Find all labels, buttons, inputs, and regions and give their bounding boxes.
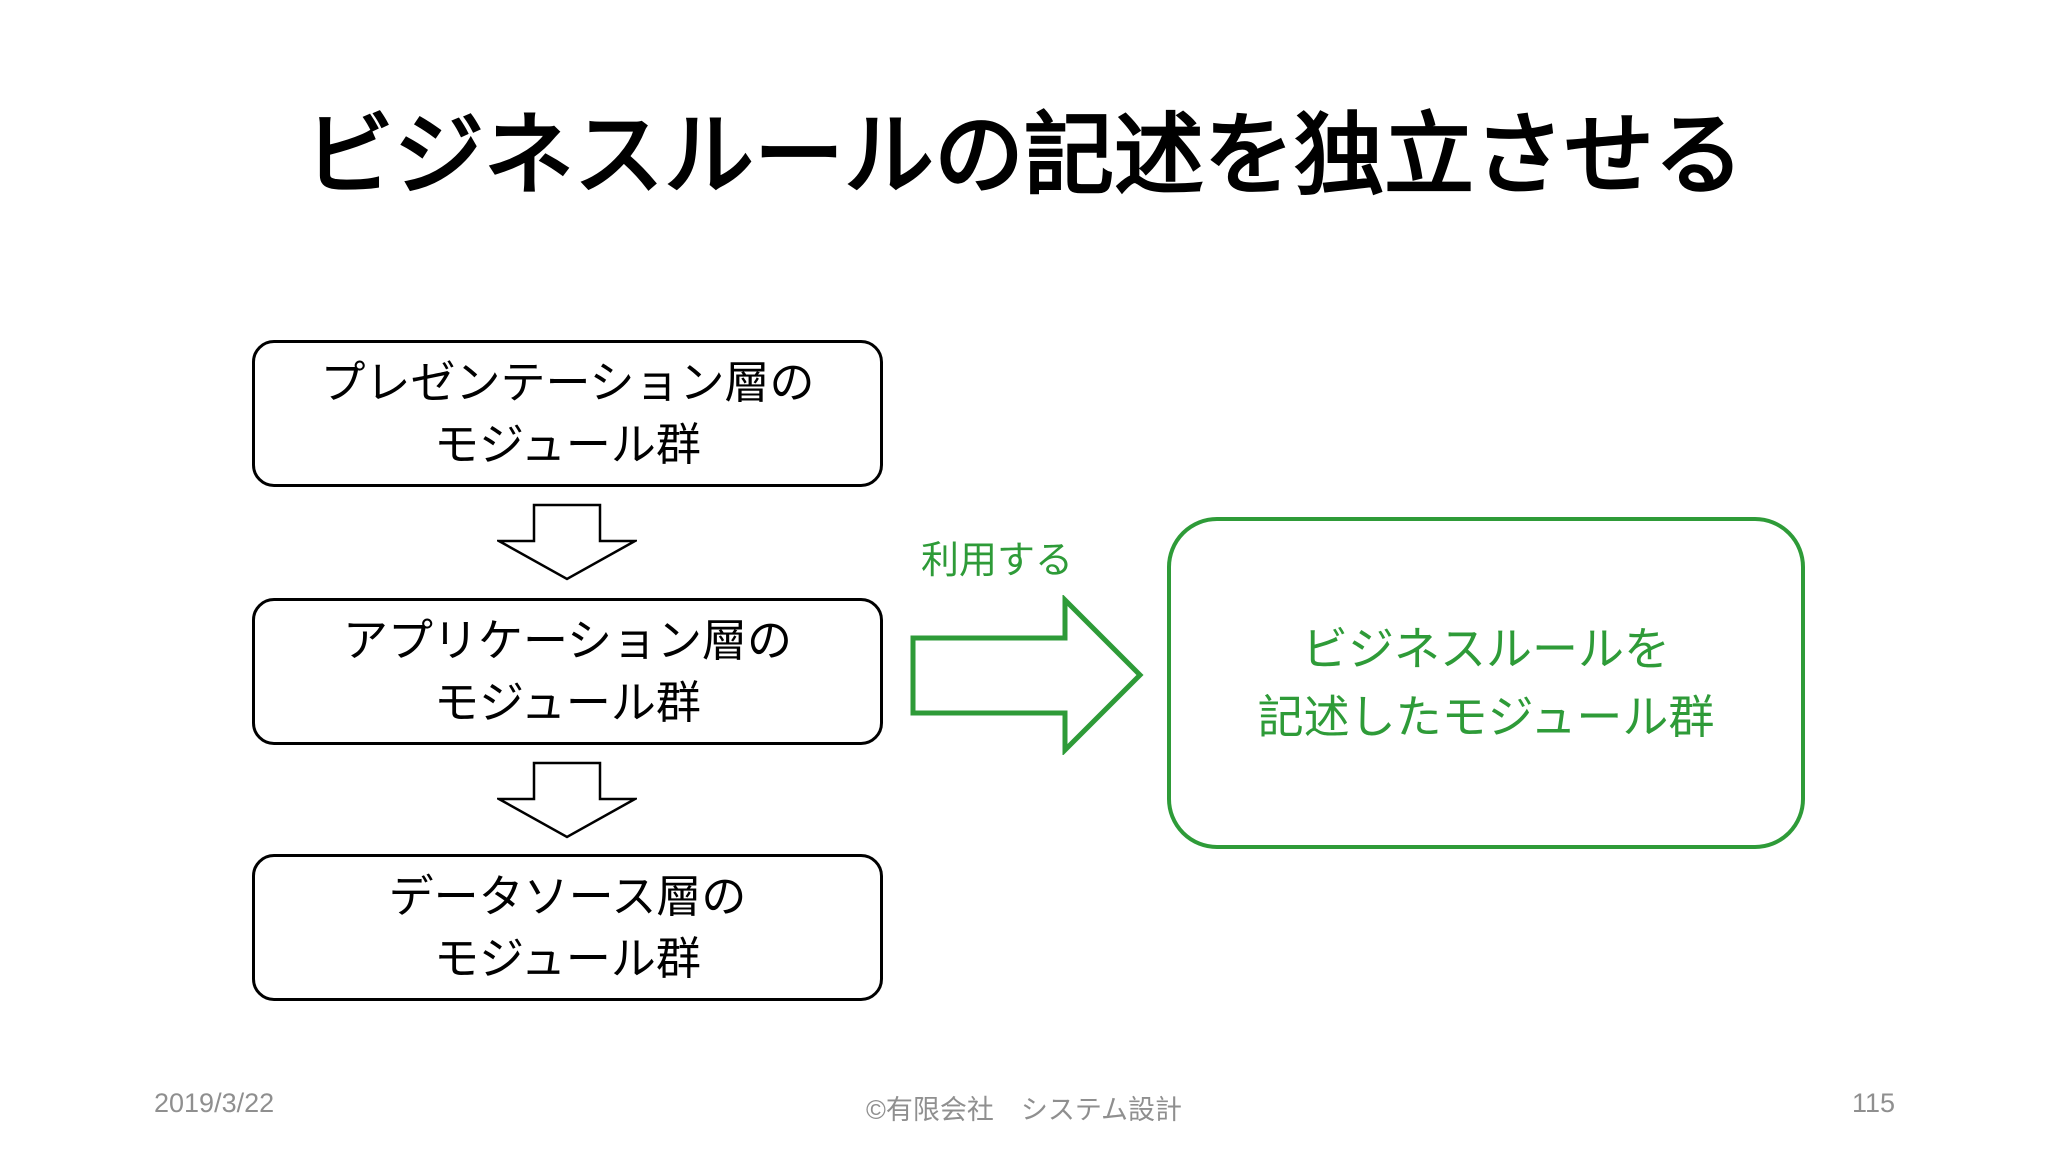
application-layer-box: アプリケーション層の モジュール群 — [252, 598, 883, 745]
footer-date: 2019/3/22 — [154, 1088, 275, 1118]
business-rules-box: ビジネスルールを 記述したモジュール群 — [1167, 517, 1805, 849]
datasource-layer-label: データソース層の モジュール群 — [388, 870, 747, 984]
down-block-arrow-icon — [497, 503, 637, 581]
application-layer-label: アプリケーション層の モジュール群 — [342, 614, 793, 728]
uses-arrow-label: 利用する — [921, 540, 1074, 582]
slide-title: ビジネスルールの記述を独立させる — [304, 106, 1744, 206]
footer-page-number: 115 — [1851, 1088, 1895, 1118]
down-block-arrow-icon — [497, 761, 637, 839]
presentation-layer-label: プレゼンテーション層の モジュール群 — [320, 356, 815, 470]
datasource-layer-box: データソース層の モジュール群 — [252, 854, 883, 1001]
right-block-arrow-icon — [910, 595, 1144, 755]
presentation-layer-box: プレゼンテーション層の モジュール群 — [252, 340, 883, 487]
footer-copyright: ©有限会社 システム設計 — [865, 1095, 1183, 1125]
business-rules-label: ビジネスルールを 記述したモジュール群 — [1257, 623, 1715, 743]
